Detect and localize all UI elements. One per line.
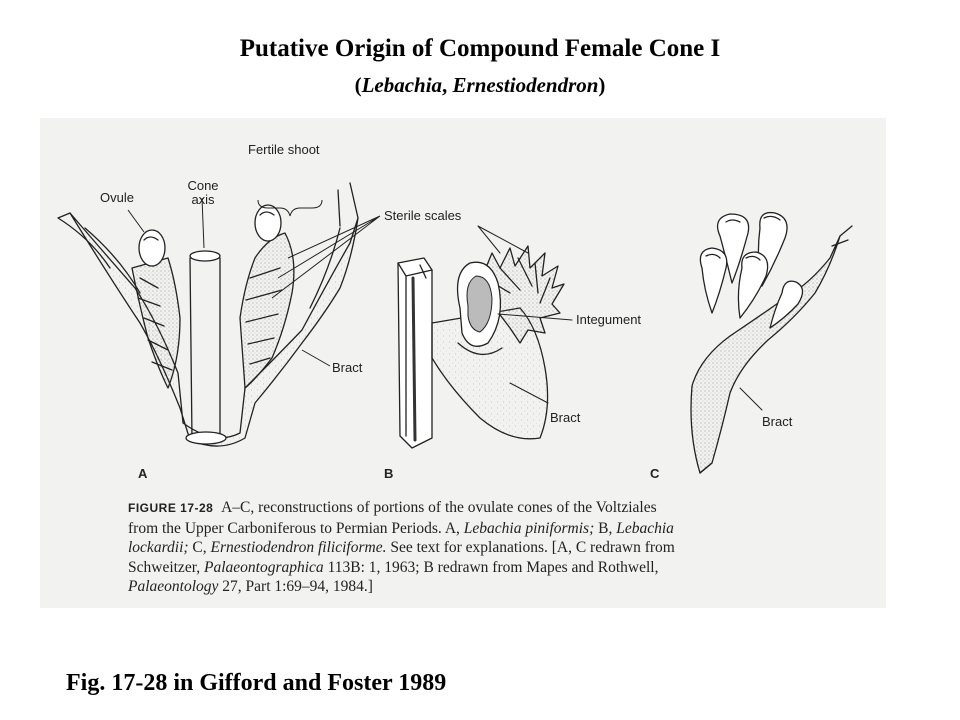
subtitle-open-paren: ( xyxy=(354,73,362,97)
panel-letter-a: A xyxy=(138,466,148,481)
leader-integument xyxy=(497,313,573,321)
leader-bract-c xyxy=(739,387,763,411)
panel-letter-c: C xyxy=(650,466,660,481)
left-ovule-shape xyxy=(138,229,166,267)
cone-axis-shape xyxy=(189,257,221,441)
caption-line-3-part-b: C, xyxy=(188,539,211,556)
caption-line-4-part-a: Schweitzer, xyxy=(128,558,204,576)
caption-journal-palaeontographica: Palaeontographica xyxy=(204,558,324,576)
subtitle-genus-ernestiodendron: Ernestiodendron xyxy=(452,73,599,97)
figure-drawing xyxy=(57,182,853,474)
leader-bract-a xyxy=(301,349,331,367)
caption-line-4: Schweitzer, Palaeontographica 113B: 1, 1… xyxy=(128,558,858,578)
caption-line-1: FIGURE 17-28 A–C, reconstructions of por… xyxy=(128,498,858,519)
label-bract-c: Bract xyxy=(762,414,793,429)
leader-sterile-scales-b xyxy=(477,225,529,254)
subtitle-genus-lebachia: Lebachia xyxy=(361,73,443,97)
caption-genus-lebachia: Lebachia xyxy=(616,519,674,537)
label-bract-b: Bract xyxy=(550,410,581,425)
panel-a-drawing xyxy=(57,182,359,447)
caption-journal-palaeontology: Palaeontology xyxy=(128,578,219,595)
caption-line-4-part-c: 113B: 1, 1963; B redrawn from Mapes and … xyxy=(323,558,659,576)
sterile-scales-b-shape xyxy=(471,245,565,344)
label-ovule: Ovule xyxy=(100,190,134,205)
slide-footer-citation: Fig. 17-28 in Gifford and Foster 1989 xyxy=(66,670,447,696)
caption-line-3-part-d: See text for explanations. [A, C redrawn… xyxy=(386,539,675,556)
label-sterile-scales: Sterile scales xyxy=(384,208,462,223)
label-fertile-shoot: Fertile shoot xyxy=(248,142,320,157)
right-ovule-shape xyxy=(254,204,282,242)
caption-species-lockardii: lockardii; xyxy=(128,539,189,556)
caption-species-ernestiodendron: Ernestiodendron filiciforme. xyxy=(210,539,387,556)
leader-bract-b xyxy=(509,382,549,404)
caption-line-3: lockardii; C, Ernestiodendron filiciform… xyxy=(128,538,858,558)
caption-line-5-part-b: 27, Part 1:69–94, 1984.] xyxy=(218,578,373,595)
panel-a-leaders xyxy=(127,197,381,367)
leader-ovule xyxy=(127,209,145,233)
bract-c-shape xyxy=(690,235,841,474)
slide-title: Putative Origin of Compound Female Cone … xyxy=(239,35,721,62)
panel-letter-b: B xyxy=(384,466,394,481)
ovule-c-4-shape xyxy=(737,251,769,319)
leader-sterile-scales-a xyxy=(271,215,381,299)
label-cone-axis-line-2: axis xyxy=(191,192,215,207)
panel-b-drawing xyxy=(397,225,573,449)
slide-subtitle: (Lebachia, Ernestiodendron) xyxy=(0,72,960,98)
ovule-c-5-shape xyxy=(769,280,804,329)
caption-line-1-text: A–C, reconstructions of portions of the … xyxy=(221,499,657,516)
ovule-c-3-shape xyxy=(699,247,728,314)
subtitle-close-paren: ) xyxy=(598,73,606,97)
panel-c-drawing xyxy=(690,211,853,474)
label-bract-a: Bract xyxy=(332,360,363,375)
leader-cone-axis xyxy=(201,197,205,249)
figure-caption: FIGURE 17-28 A–C, reconstructions of por… xyxy=(128,498,858,597)
caption-line-2-part-c: B, xyxy=(594,519,617,537)
label-integument: Integument xyxy=(576,312,642,327)
subtitle-separator: , xyxy=(442,73,453,97)
caption-figure-number: FIGURE 17-28 xyxy=(128,501,214,515)
label-cone-axis-line-1: Cone xyxy=(187,178,219,193)
ovule-c-1-shape xyxy=(716,213,750,284)
fertile-shoot-brace xyxy=(257,199,323,217)
caption-line-5: Palaeontology 27, Part 1:69–94, 1984.] xyxy=(128,577,858,597)
bract-a-shape xyxy=(69,212,359,447)
caption-line-2: from the Upper Carboniferous to Permian … xyxy=(128,519,858,539)
caption-line-2-part-a: from the Upper Carboniferous to Permian … xyxy=(128,519,464,537)
caption-species-lebachia-piniformis: Lebachia piniformis; xyxy=(463,519,595,537)
figure-scan: Fertile shoot Ovule Cone axis Sterile sc… xyxy=(40,118,886,608)
